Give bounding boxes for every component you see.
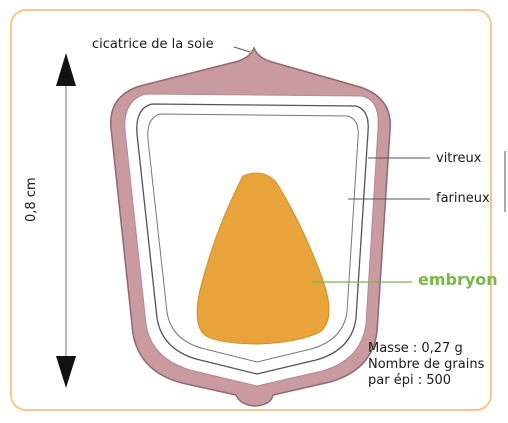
scar-label: cicatrice de la soie: [92, 37, 214, 53]
grain-count-line-2: par épi : 500: [368, 373, 484, 389]
grain-count-line-1: Nombre de grains: [368, 357, 484, 373]
scar-leader: [234, 47, 250, 52]
mass-text: Masse : 0,27 g: [368, 341, 484, 357]
measure-label: 0,8 cm: [24, 177, 40, 222]
farineux-label: farineux: [436, 191, 490, 207]
arrow-down-icon: [56, 356, 76, 388]
embryon-label: embryon: [418, 272, 498, 288]
grain-info: Masse : 0,27 g Nombre de grains par épi …: [368, 341, 484, 389]
measure-arrow: [56, 53, 76, 388]
arrow-up-icon: [56, 53, 76, 86]
vitreux-label: vitreux: [436, 151, 481, 167]
